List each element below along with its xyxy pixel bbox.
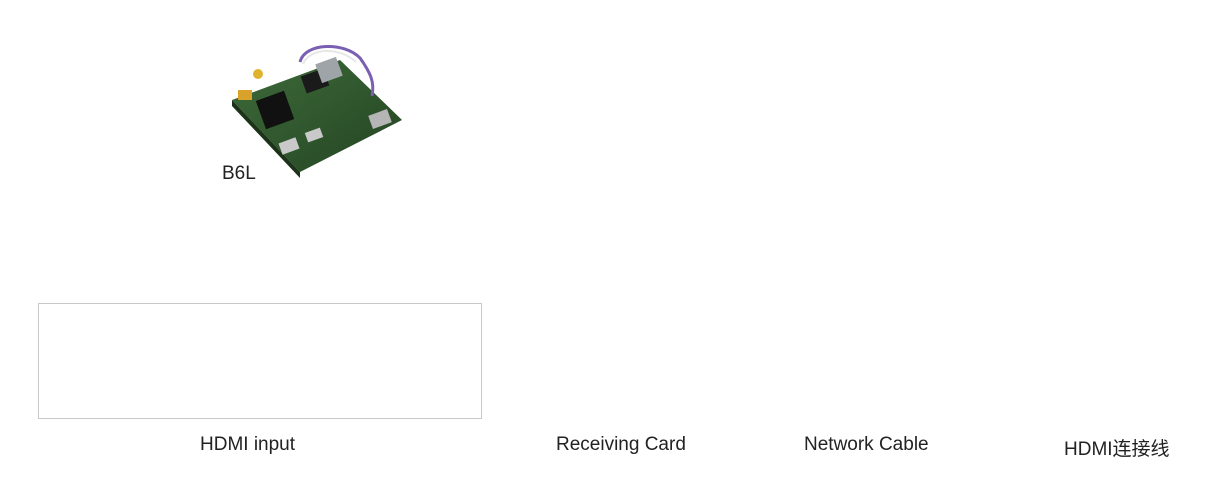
hdmi-input-sources-box — [38, 303, 482, 419]
controller-board-label: B6L — [222, 163, 256, 184]
legend-hdmi-cable-label: HDMI连接线 — [1064, 439, 1170, 460]
legend-network-cable-label: Network Cable — [804, 434, 929, 455]
hdmi-input-label: HDMI input — [200, 434, 296, 455]
legend-receiving-card-label: Receiving Card — [556, 434, 686, 455]
controller-board-icon — [232, 45, 402, 178]
